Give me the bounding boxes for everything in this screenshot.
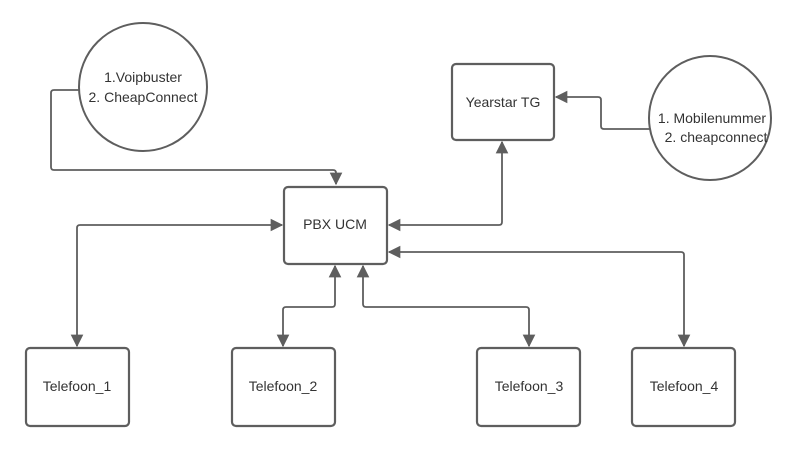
telefoon-1-label: Telefoon_1 [43,378,112,394]
edge-voip-to-pbx [50,89,343,186]
pbx-ucm-label: PBX UCM [303,216,367,232]
node-telefoon-3[interactable]: Telefoon_3 [475,346,582,428]
voip-providers-line-1: 1.Voipbuster [104,69,182,85]
voip-providers-line-2: 2. CheapConnect [89,89,198,105]
telefoon-1-box [24,346,131,428]
edge-pbx-telefoon-1 [70,218,284,348]
mobile-providers-circle [648,55,772,181]
voip-providers-circle [78,22,208,152]
telefoon-4-label: Telefoon_4 [650,378,719,394]
telefoon-2-label: Telefoon_2 [249,378,318,394]
mobile-providers-line-1: 1. Mobilenummer [658,110,766,126]
telefoon-4-box [630,346,737,428]
telefoon-2-box [230,346,337,428]
edge-pbx-telefoon-3 [356,264,536,348]
telefoon-3-label: Telefoon_3 [495,378,564,394]
pbx-ucm-box [282,185,389,266]
edge-pbx-yearstar [387,140,509,232]
node-telefoon-4[interactable]: Telefoon_4 [630,346,737,428]
node-telefoon-2[interactable]: Telefoon_2 [230,346,337,428]
node-yearstar-tg[interactable]: Yearstar TG [450,62,556,142]
yearstar-tg-label: Yearstar TG [466,94,541,110]
node-voip-providers[interactable]: 1.Voipbuster 2. CheapConnect [78,22,208,152]
node-mobile-providers[interactable]: 1. Mobilenummer 2. cheapconnect [648,55,772,181]
yearstar-tg-box [450,62,556,142]
node-telefoon-1[interactable]: Telefoon_1 [24,346,131,428]
edge-pbx-telefoon-4 [387,245,691,348]
telefoon-3-box [475,346,582,428]
edge-pbx-telefoon-2 [276,264,342,348]
edge-mobile-to-yearstar [554,90,650,130]
mobile-providers-line-2: 2. cheapconnect [665,129,768,145]
node-pbx-ucm[interactable]: PBX UCM [282,185,389,266]
